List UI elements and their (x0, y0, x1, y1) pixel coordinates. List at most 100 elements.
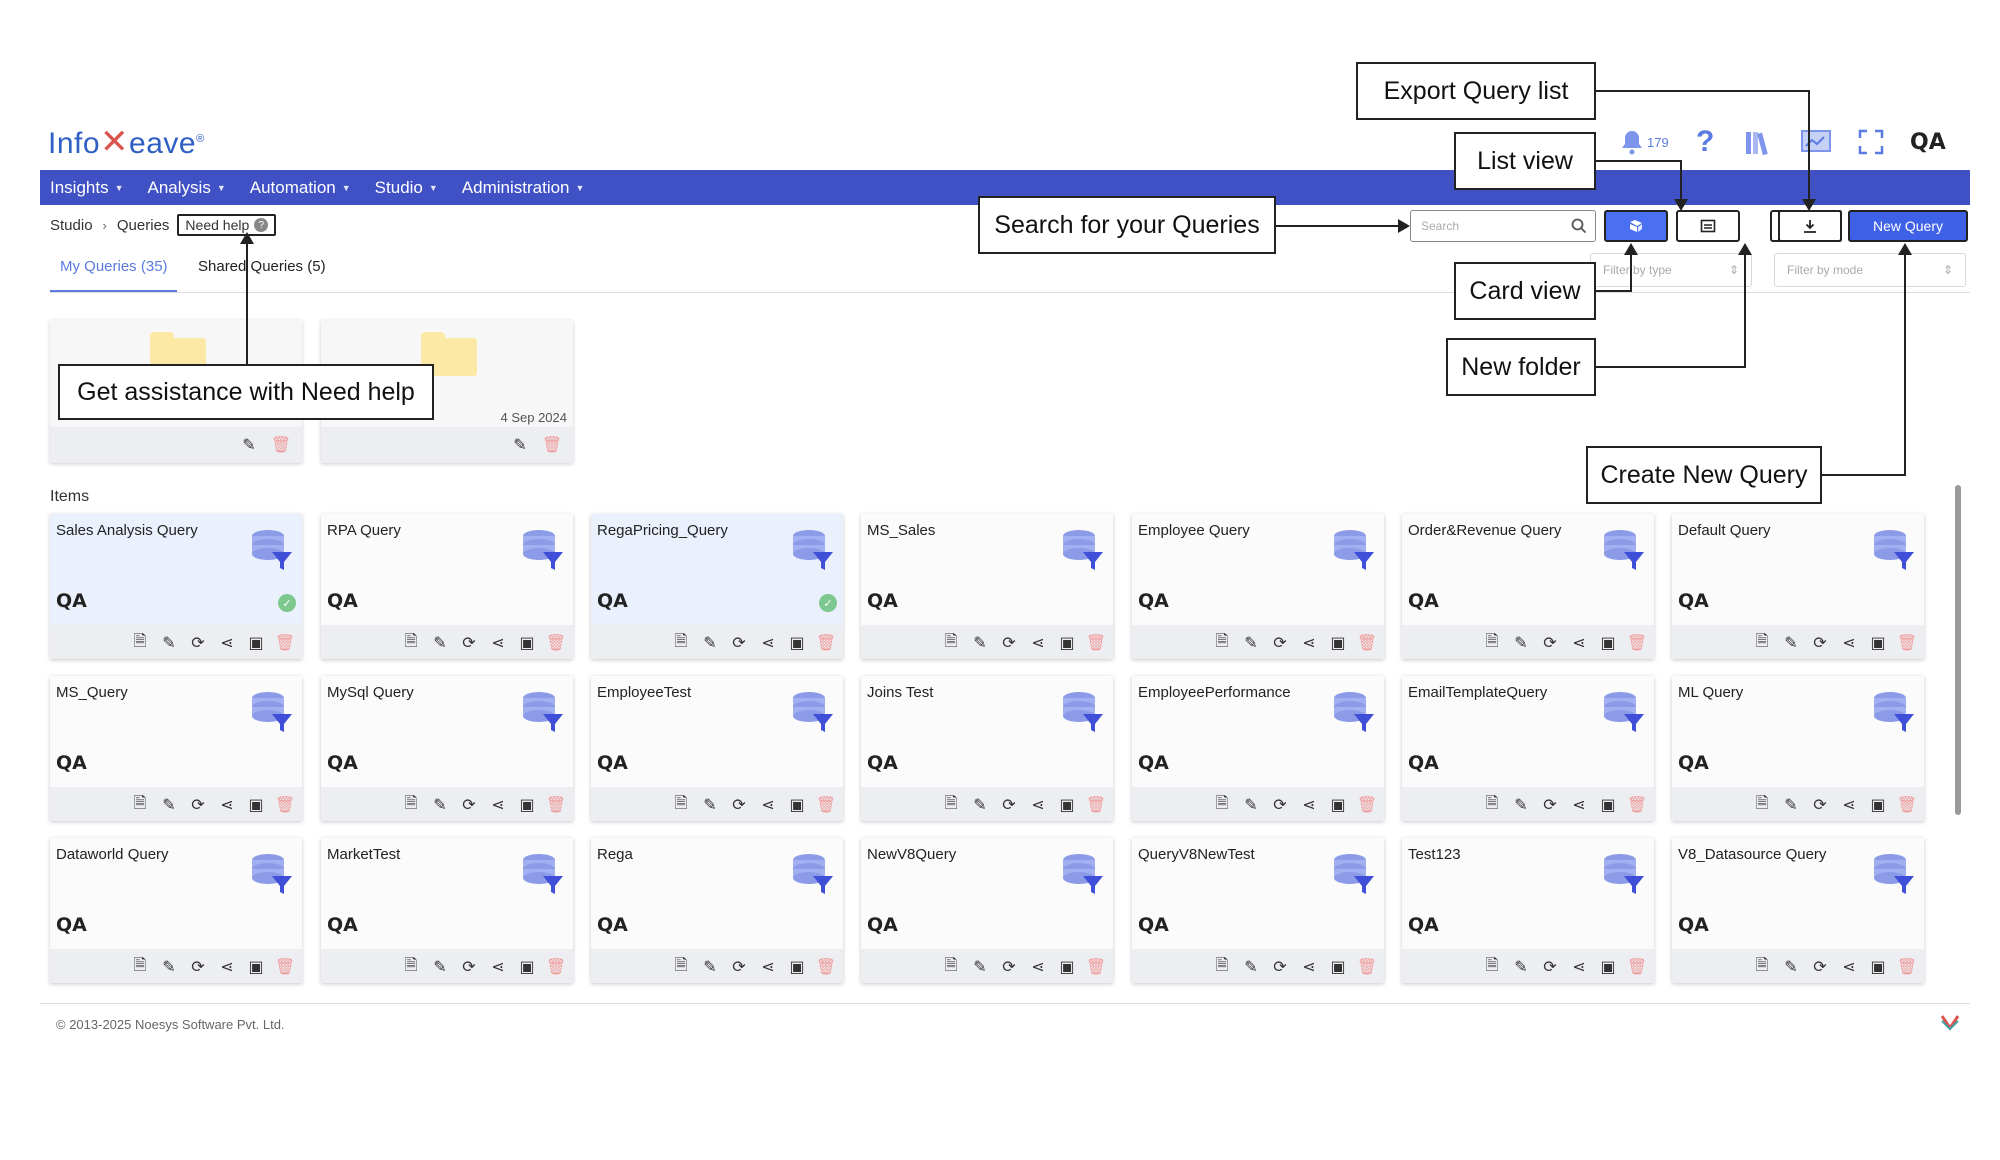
share-icon[interactable]: ⋖ (491, 797, 505, 814)
edit-icon[interactable]: ✎ (1244, 797, 1258, 814)
file-icon[interactable]: 🗎 (1755, 956, 1769, 974)
transform-icon[interactable]: ⟳ (462, 797, 476, 814)
file-icon[interactable]: 🗎 (404, 956, 418, 974)
delete-icon[interactable]: 🗑 (1896, 959, 1918, 976)
folder-card[interactable]: 4 Sep 2024 ✎ 🗑 (321, 320, 573, 463)
file-icon[interactable]: 🗎 (1485, 632, 1499, 650)
file-icon[interactable]: 🗎 (1215, 956, 1229, 974)
file-icon[interactable]: 🗎 (1215, 794, 1229, 812)
transform-icon[interactable]: ⟳ (1813, 635, 1827, 652)
edit-icon[interactable]: ✎ (1514, 797, 1528, 814)
share-icon[interactable]: ⋖ (220, 635, 234, 652)
card-view-button[interactable] (1604, 210, 1668, 242)
transform-icon[interactable]: ⟳ (732, 797, 746, 814)
move-to-folder-icon[interactable]: ▣ (1330, 635, 1346, 652)
delete-icon[interactable]: 🗑 (1626, 635, 1648, 652)
tab-my-queries[interactable]: My Queries (35) (60, 258, 168, 275)
edit-icon[interactable]: ✎ (162, 797, 176, 814)
move-to-folder-icon[interactable]: ▣ (1600, 635, 1616, 652)
move-to-folder-icon[interactable]: ▣ (248, 797, 264, 814)
transform-icon[interactable]: ⟳ (1543, 797, 1557, 814)
library-icon[interactable] (1743, 124, 1773, 160)
share-icon[interactable]: ⋖ (1031, 635, 1045, 652)
edit-icon[interactable]: ✎ (162, 959, 176, 976)
move-to-folder-icon[interactable]: ▣ (1600, 959, 1616, 976)
file-icon[interactable]: 🗎 (944, 632, 958, 650)
move-to-folder-icon[interactable]: ▣ (1870, 959, 1886, 976)
edit-icon[interactable]: ✎ (433, 959, 447, 976)
filter-by-mode-select[interactable]: Filter by mode⇕ (1774, 253, 1966, 287)
file-icon[interactable]: 🗎 (1755, 632, 1769, 650)
move-to-folder-icon[interactable]: ▣ (1059, 959, 1075, 976)
move-to-folder-icon[interactable]: ▣ (1870, 797, 1886, 814)
edit-icon[interactable]: ✎ (1514, 635, 1528, 652)
delete-icon[interactable]: 🗑 (1085, 959, 1107, 976)
edit-icon[interactable]: ✎ (1784, 959, 1798, 976)
delete-icon[interactable]: 🗑 (545, 959, 567, 976)
share-icon[interactable]: ⋖ (1842, 959, 1856, 976)
edit-icon[interactable]: ✎ (703, 959, 717, 976)
transform-icon[interactable]: ⟳ (1273, 635, 1287, 652)
delete-icon[interactable]: 🗑 (270, 437, 292, 454)
scrollbar[interactable] (1955, 485, 1961, 815)
nav-administration[interactable]: Administration▼ (461, 177, 585, 197)
transform-icon[interactable]: ⟳ (732, 635, 746, 652)
delete-icon[interactable]: 🗑 (1085, 635, 1107, 652)
nav-analysis[interactable]: Analysis▼ (147, 177, 226, 197)
delete-icon[interactable]: 🗑 (1356, 797, 1378, 814)
move-to-folder-icon[interactable]: ▣ (789, 797, 805, 814)
file-icon[interactable]: 🗎 (944, 956, 958, 974)
file-icon[interactable]: 🗎 (404, 632, 418, 650)
nav-automation[interactable]: Automation▼ (249, 177, 351, 197)
move-to-folder-icon[interactable]: ▣ (1059, 635, 1075, 652)
transform-icon[interactable]: ⟳ (1273, 959, 1287, 976)
edit-icon[interactable]: ✎ (242, 437, 256, 454)
move-to-folder-icon[interactable]: ▣ (789, 959, 805, 976)
move-to-folder-icon[interactable]: ▣ (519, 959, 535, 976)
transform-icon[interactable]: ⟳ (1273, 797, 1287, 814)
edit-icon[interactable]: ✎ (973, 959, 987, 976)
user-avatar[interactable]: QA (1910, 129, 1946, 155)
transform-icon[interactable]: ⟳ (191, 797, 205, 814)
share-icon[interactable]: ⋖ (491, 959, 505, 976)
file-icon[interactable]: 🗎 (1485, 956, 1499, 974)
move-to-folder-icon[interactable]: ▣ (519, 797, 535, 814)
edit-icon[interactable]: ✎ (973, 797, 987, 814)
share-icon[interactable]: ⋖ (1842, 797, 1856, 814)
infoveave-logo[interactable]: Info✕eave® (48, 123, 205, 161)
delete-icon[interactable]: 🗑 (545, 635, 567, 652)
transform-icon[interactable]: ⟳ (462, 959, 476, 976)
edit-icon[interactable]: ✎ (1784, 635, 1798, 652)
move-to-folder-icon[interactable]: ▣ (1870, 635, 1886, 652)
notification-area[interactable]: 179 (1620, 124, 1669, 160)
move-to-folder-icon[interactable]: ▣ (789, 635, 805, 652)
share-icon[interactable]: ⋖ (220, 797, 234, 814)
nav-studio[interactable]: Studio▼ (374, 177, 438, 197)
share-icon[interactable]: ⋖ (1572, 959, 1586, 976)
edit-icon[interactable]: ✎ (513, 437, 527, 454)
delete-icon[interactable]: 🗑 (1626, 797, 1648, 814)
nav-insights[interactable]: Insights▼ (50, 177, 124, 197)
transform-icon[interactable]: ⟳ (1543, 959, 1557, 976)
delete-icon[interactable]: 🗑 (1085, 797, 1107, 814)
share-icon[interactable]: ⋖ (1302, 959, 1316, 976)
transform-icon[interactable]: ⟳ (191, 959, 205, 976)
move-to-folder-icon[interactable]: ▣ (1330, 959, 1346, 976)
file-icon[interactable]: 🗎 (133, 632, 147, 650)
need-help-button[interactable]: Need help? (177, 214, 277, 236)
presentation-icon[interactable] (1800, 124, 1832, 160)
share-icon[interactable]: ⋖ (761, 959, 775, 976)
